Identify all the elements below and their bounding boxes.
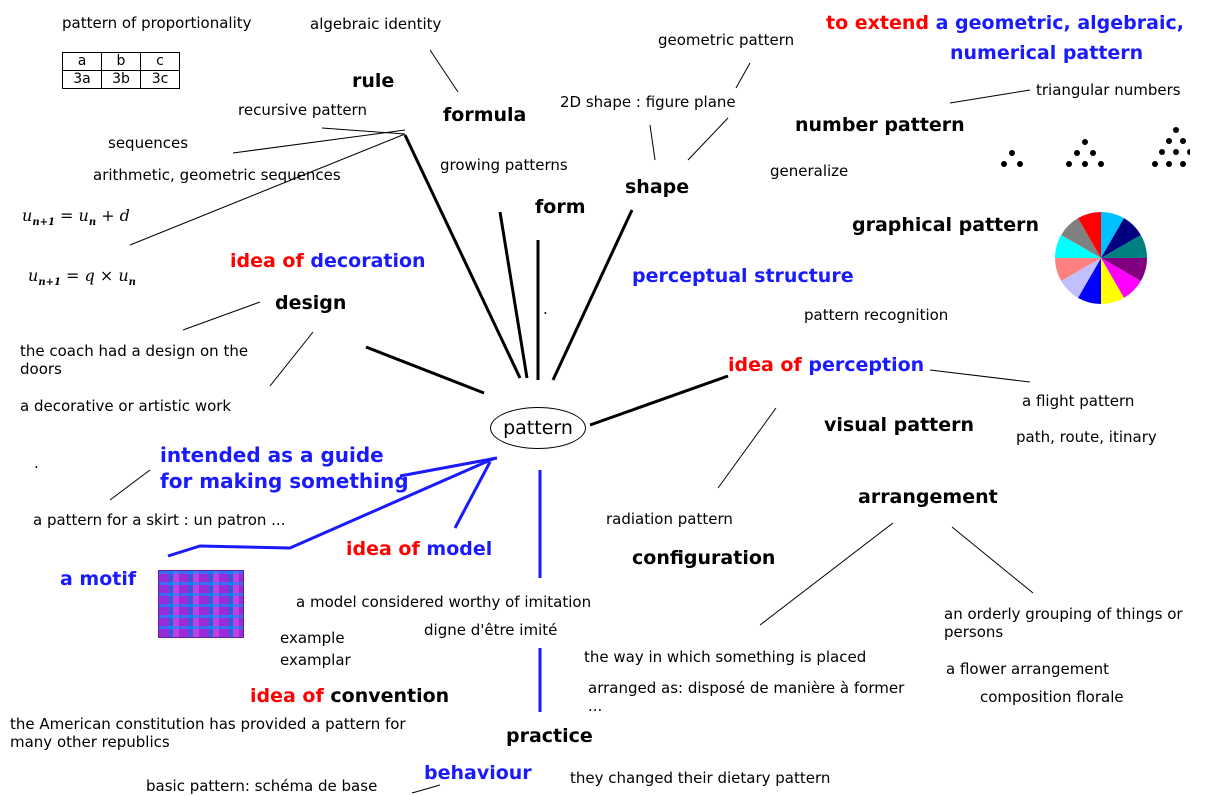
form-dot: . — [543, 300, 548, 318]
idea-of-perception: idea of perception — [728, 354, 925, 376]
table-cell: 3b — [101, 70, 141, 89]
digne-d-etre-imite: digne d'être imité — [424, 621, 558, 639]
proportionality-label: pattern of proportionality — [62, 14, 252, 32]
proportionality-table: a b c 3a 3b 3c — [62, 52, 180, 89]
arith-geo-sequences: arithmetic, geometric sequences — [93, 166, 341, 184]
spoke-idea-model — [453, 461, 492, 529]
pie-slice — [1101, 212, 1124, 258]
arrangement-node: arrangement — [858, 486, 998, 508]
spoke-perception — [589, 374, 729, 427]
formula-geometric: un+1 = q × un — [28, 266, 136, 289]
pie-slice — [1061, 218, 1101, 258]
pie-slice — [1101, 235, 1147, 258]
pie-slice — [1101, 258, 1124, 304]
numerical-pattern: numerical pattern — [950, 42, 1144, 64]
flight-pattern: a flight pattern — [1022, 392, 1135, 410]
generalize: generalize — [770, 162, 849, 180]
spoke-shape — [551, 209, 634, 381]
center-node: pattern — [490, 407, 586, 449]
worthy-of-imitation: a model considered worthy of imitation — [296, 593, 592, 611]
behaviour: behaviour — [424, 762, 532, 784]
to-extend: to extend a geometric, algebraic, — [826, 12, 1184, 34]
pie-slice — [1078, 212, 1101, 258]
practice-node: practice — [506, 725, 593, 747]
visual-pattern: visual pattern — [824, 414, 975, 436]
figure-plane: 2D shape : figure plane — [560, 93, 736, 111]
graphical-pattern: graphical pattern — [852, 214, 1040, 236]
intended-as-guide: intended as a guide for making something — [160, 443, 409, 493]
design-node: design — [275, 292, 347, 314]
geometric-pattern: geometric pattern — [658, 31, 795, 49]
rule-node: rule — [352, 70, 395, 92]
number-pattern: number pattern — [795, 114, 965, 136]
spoke-formula — [498, 211, 529, 379]
sequences: sequences — [108, 134, 189, 152]
motif-swatch-icon — [158, 570, 244, 638]
configuration-node: configuration — [632, 547, 776, 569]
stray-dot: . — [34, 454, 39, 472]
path-route: path, route, itinary — [1016, 428, 1157, 446]
pie-slice — [1055, 258, 1101, 281]
composition-florale: composition florale — [980, 688, 1124, 706]
pie-slice — [1055, 235, 1101, 258]
radiation-pattern: radiation pattern — [606, 510, 733, 528]
dietary-pattern: they changed their dietary pattern — [570, 769, 831, 787]
pattern-recognition: pattern recognition — [804, 306, 949, 324]
table-cell: b — [101, 52, 141, 71]
spoke-guide — [399, 456, 498, 478]
pie-slice — [1101, 258, 1147, 281]
triangular-numbers: triangular numbers — [1036, 81, 1181, 99]
example: example — [280, 629, 345, 647]
table-cell: 3a — [62, 70, 102, 89]
perceptual-structure: perceptual structure — [632, 265, 854, 287]
recursive-pattern: recursive pattern — [238, 101, 367, 119]
form-node: form — [535, 196, 586, 218]
pie-slice — [1078, 258, 1101, 304]
shape-node: shape — [625, 176, 690, 198]
a-motif: a motif — [60, 568, 137, 590]
examplar: examplar — [280, 651, 351, 669]
pattern-skirt: a pattern for a skirt : un patron ... — [33, 511, 286, 529]
orderly-grouping: an orderly grouping of things or persons — [944, 605, 1183, 641]
pie-slice — [1101, 218, 1141, 258]
triangular-dots-icon — [1001, 127, 1190, 167]
arranged-as: arranged as: disposé de manière à former… — [588, 679, 905, 715]
spoke-design — [365, 345, 485, 395]
formula-node: formula — [443, 104, 527, 126]
pie-chart-icon — [1055, 212, 1147, 304]
table-cell: a — [62, 52, 102, 71]
american-constitution: the American constitution has provided a… — [10, 715, 406, 751]
idea-of-model: idea of model — [346, 538, 493, 560]
flower-arrangement: a flower arrangement — [946, 660, 1109, 678]
spoke-motif — [167, 456, 496, 558]
decorative-work: a decorative or artistic work — [20, 397, 232, 415]
table-cell: c — [140, 52, 180, 71]
formula-arithmetic: un+1 = un + d — [22, 206, 130, 229]
idea-of-decoration: idea of decoration — [230, 250, 426, 272]
algebraic-identity: algebraic identity — [310, 15, 442, 33]
pie-slice — [1061, 258, 1101, 298]
center-label: pattern — [503, 417, 573, 439]
pie-slice — [1101, 258, 1141, 298]
placed: the way in which something is placed — [584, 648, 867, 666]
growing-patterns: growing patterns — [440, 156, 568, 174]
idea-of-convention: idea of convention — [250, 685, 450, 707]
table-cell: 3c — [140, 70, 180, 89]
basic-pattern: basic pattern: schéma de base — [146, 777, 378, 795]
coach-design: the coach had a design on the doors — [20, 342, 249, 378]
spoke-rule — [403, 134, 522, 379]
